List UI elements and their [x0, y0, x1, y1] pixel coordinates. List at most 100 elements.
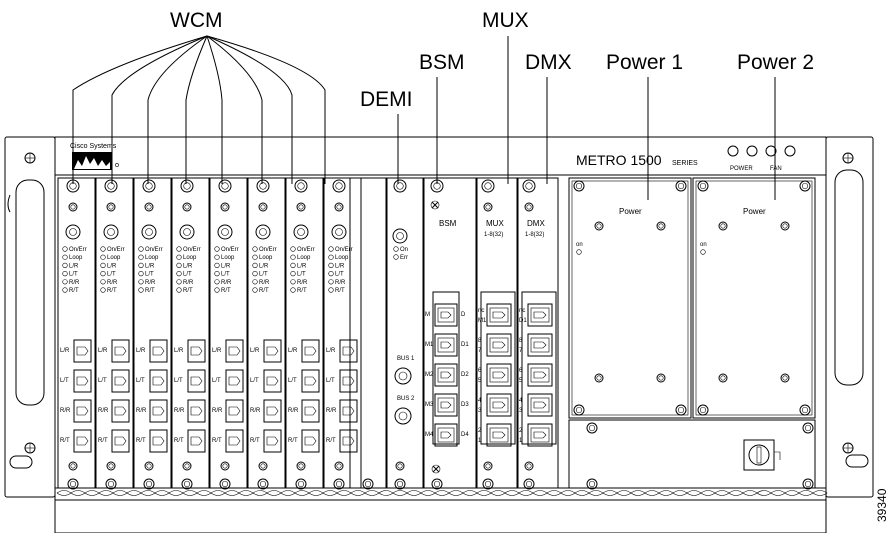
card-latch-bottom — [394, 478, 406, 490]
fiber-port — [263, 339, 282, 363]
card-latch-top — [393, 179, 407, 193]
rack-ear-left — [4, 136, 56, 498]
port — [486, 423, 512, 447]
port-label: 1 — [478, 438, 482, 444]
card-latch-top — [180, 179, 194, 193]
led-indicator — [62, 287, 68, 293]
fiber-port — [73, 339, 92, 363]
fiber-port — [111, 369, 130, 393]
psu-screw — [656, 373, 666, 383]
led-label: Loop — [107, 255, 121, 261]
psu-screw — [799, 404, 811, 416]
fiber-port — [187, 369, 206, 393]
port-label: M1 — [478, 318, 487, 324]
port-label: 3 — [519, 408, 523, 414]
series-label: SERIES — [672, 160, 698, 167]
port-label: nc — [478, 308, 484, 314]
card-latch-bottom — [67, 478, 79, 490]
callout-dmx: DMX — [525, 51, 572, 74]
card-latch-bottom — [482, 478, 494, 490]
led-indicator — [176, 254, 182, 260]
psu-screw — [573, 180, 585, 192]
led-label: L/R — [107, 263, 117, 269]
led-indicator — [138, 271, 144, 277]
led-indicator — [214, 279, 220, 285]
card-latch-top — [66, 179, 80, 193]
panel-screw — [802, 478, 814, 490]
psu-screw — [697, 180, 709, 192]
bsm-port — [434, 423, 458, 447]
port-label: 4 — [478, 398, 482, 404]
port-label: L/R — [288, 348, 298, 354]
bsm-port — [434, 363, 458, 387]
led-label: R/T — [259, 288, 269, 294]
card-screw — [144, 202, 154, 212]
fiber-port — [301, 339, 320, 363]
led-label: On/Err — [69, 247, 87, 253]
callout-power1: Power 1 — [606, 51, 683, 74]
led-indicator — [328, 279, 334, 285]
led-label: R/R — [297, 280, 308, 286]
bus2-connector — [394, 407, 412, 425]
port-label: L/R — [60, 348, 70, 354]
led-label: R/T — [69, 288, 79, 294]
led-label: R/R — [259, 280, 270, 286]
mux-card-title: MUX — [486, 219, 504, 228]
card-latch-bottom — [219, 478, 231, 490]
led-label: L/R — [183, 263, 193, 269]
card-screw — [220, 461, 230, 471]
led-label: L/T — [69, 272, 78, 278]
led-label: R/T — [221, 288, 231, 294]
port-label: R/T — [98, 438, 108, 444]
led-indicator — [252, 271, 258, 277]
led-label: On/Err — [297, 247, 315, 253]
port-label: R/R — [288, 408, 299, 414]
port-label: L/T — [250, 378, 259, 384]
led-label: R/T — [183, 288, 193, 294]
led-label: Loop — [145, 255, 159, 261]
port — [486, 303, 512, 327]
led-label: R/R — [183, 280, 194, 286]
led-indicator — [214, 262, 220, 269]
led-indicator — [214, 287, 220, 293]
fiber-port — [73, 369, 92, 393]
psu-led — [576, 249, 582, 255]
psu-screw — [594, 373, 604, 383]
card-screw — [524, 461, 534, 471]
figure-id: 39340 — [875, 488, 889, 522]
card-screw — [334, 461, 344, 471]
card-latch-top — [294, 179, 308, 193]
card-latch-bottom — [105, 478, 117, 490]
port-label: R/T — [250, 438, 260, 444]
led-indicator — [393, 246, 399, 252]
port-label: R/T — [326, 438, 336, 444]
psu-led-label: on — [700, 242, 707, 248]
fiber-port — [187, 339, 206, 363]
led-indicator — [138, 287, 144, 293]
led-label: L/T — [297, 272, 306, 278]
port — [527, 393, 553, 417]
led-indicator — [328, 262, 334, 269]
led-label: Loop — [221, 255, 235, 261]
port-label: L/R — [212, 348, 222, 354]
callout-wcm: WCM — [170, 9, 222, 32]
led-label: On/Err — [107, 247, 125, 253]
card-latch-bottom — [257, 478, 269, 490]
port-label: 2 — [478, 428, 482, 434]
led-label: R/R — [69, 280, 80, 286]
psu-screw — [697, 404, 709, 416]
led-indicator — [252, 287, 258, 293]
port-label-left: M4 — [425, 432, 434, 438]
port-label: R/R — [326, 408, 337, 414]
port-label: 8 — [478, 338, 482, 344]
port-label: R/R — [174, 408, 185, 414]
card-latch-bottom — [523, 478, 535, 490]
card-latch-top — [256, 179, 270, 193]
card-screw — [144, 461, 154, 471]
psu-screw — [780, 221, 790, 231]
